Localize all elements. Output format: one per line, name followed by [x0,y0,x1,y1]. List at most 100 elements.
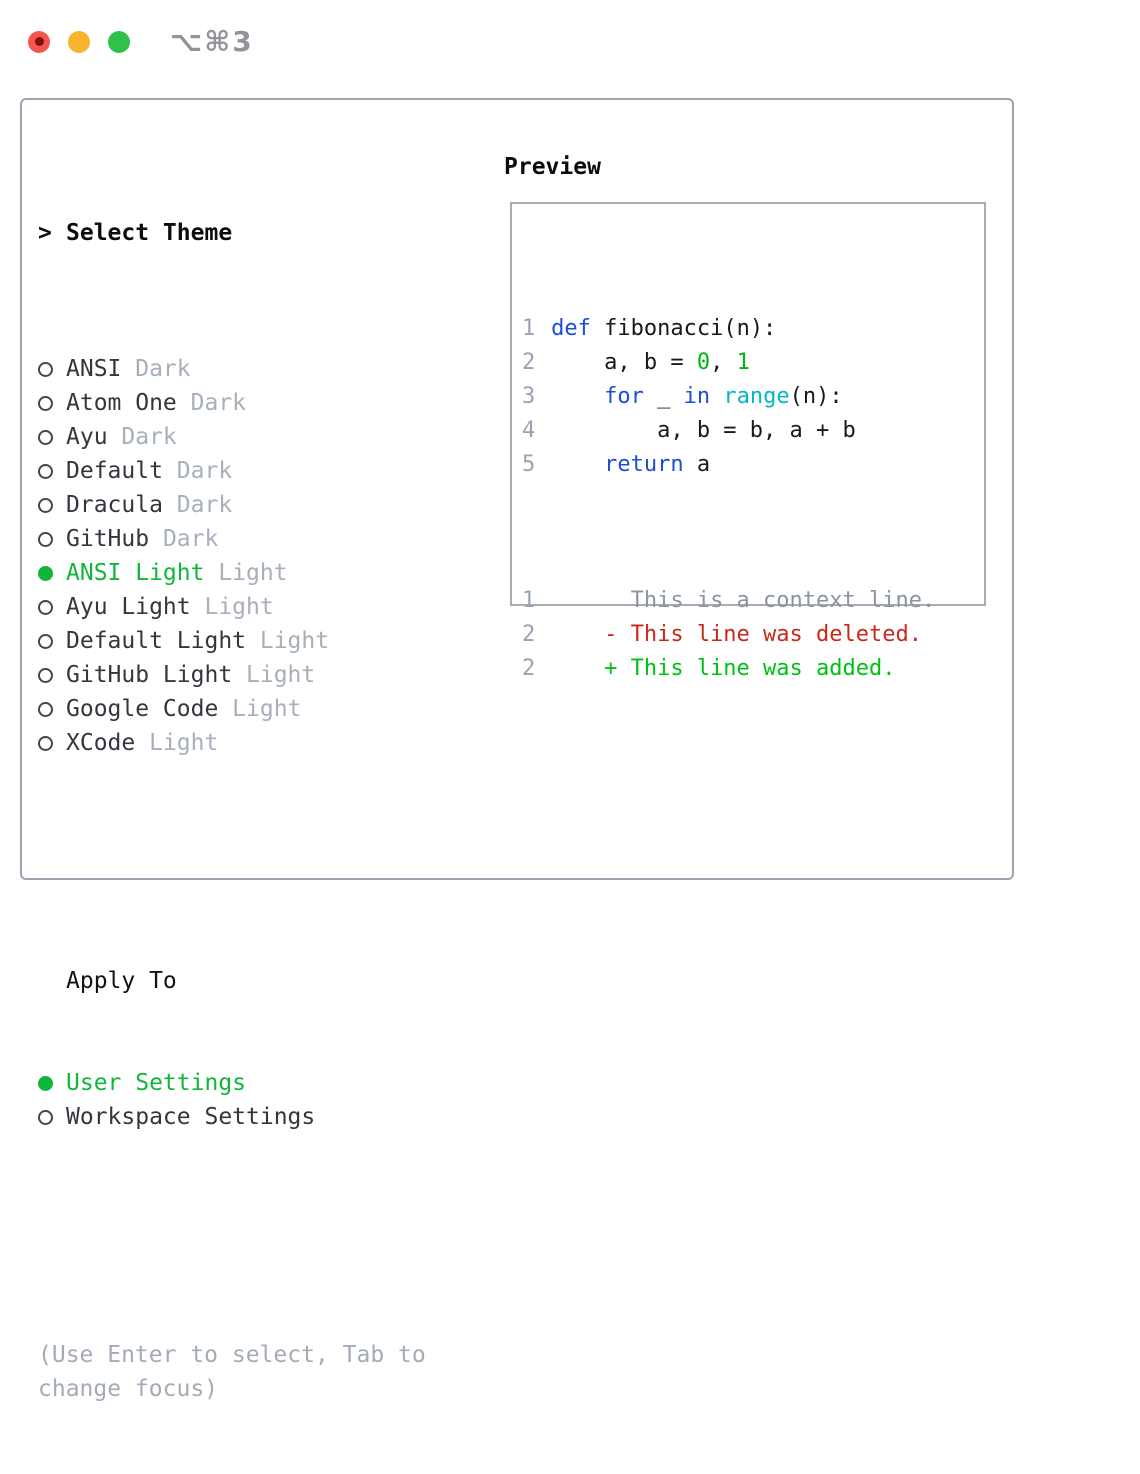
theme-variant-tag: Dark [162,492,233,518]
radio-icon [38,701,53,717]
theme-item[interactable]: Google Code Light [38,692,488,726]
code-token-fg [551,384,604,409]
option-label: Atom One [66,390,177,416]
line-number: 3 [522,384,536,409]
theme-item[interactable]: XCode Light [38,726,488,760]
window-shortcut-label: ⌥⌘3 [170,25,254,58]
theme-item[interactable]: Default Light Light [38,624,488,658]
option-label: Ayu [66,424,108,450]
theme-item[interactable]: Default Dark [38,454,488,488]
theme-variant-tag: Dark [121,356,191,382]
code-token-fg: (n): [789,384,843,409]
option-label: Google Code [66,696,219,722]
radio-icon [38,667,53,683]
close-button[interactable] [28,30,50,53]
option-label: XCode [66,730,136,756]
code-token-fn: range [723,384,790,409]
line-number: 2 [522,350,536,375]
code-token-kw: in [683,384,711,409]
radio-icon [38,463,53,479]
close-dot-icon [34,37,44,46]
line-number: 1 [522,588,536,613]
code-token-fg [710,384,723,409]
theme-item[interactable]: Dracula Dark [38,488,488,522]
line-number: 1 [522,316,536,341]
code-line: 4 a, b = b, a + b [522,414,984,448]
code-token-kw: for [604,384,644,409]
diff-line: 1 This is a context line. [522,584,984,618]
code-token-fg: , [710,350,737,375]
line-number: 5 [522,452,536,477]
radio-icon [38,531,53,547]
code-line: 3 for _ in range(n): [522,380,984,414]
radio-icon [38,633,53,649]
code-token-fg: a, b = b, a + b [551,418,856,443]
theme-variant-tag: Dark [107,424,177,450]
theme-item[interactable]: Ayu Dark [38,420,488,454]
option-label: Workspace Settings [66,1104,316,1130]
code-token-ctx: This is a context line. [551,588,936,613]
diff-line: 2 - This line was deleted. [522,618,984,652]
option-label: Dracula [66,492,163,518]
code-line: 1 def fibonacci(n): [522,312,984,346]
select-theme-title: Select Theme [66,220,233,246]
radio-selected-icon [38,565,53,581]
option-label: ANSI Light [66,560,205,586]
theme-variant-tag: Light [246,628,330,654]
code-line: 5 return a [522,448,984,482]
radio-icon [38,395,53,411]
hint-text: (Use Enter to select, Tab to change focu… [38,1342,426,1402]
theme-item[interactable]: GitHub Dark [38,522,488,556]
titlebar: ⌥⌘3 [28,25,254,58]
code-token-kw: return [604,452,684,477]
radio-selected-icon [38,1075,53,1091]
option-label: GitHub [66,526,150,552]
code-token-fg: fibonacci(n): [590,316,777,341]
theme-variant-tag: Dark [176,390,247,416]
theme-item[interactable]: Atom One Dark [38,386,488,420]
maximize-button[interactable] [108,30,130,53]
theme-item[interactable]: ANSI Dark [38,352,488,386]
diff-block: 1 This is a context line.2 - This line w… [522,584,984,686]
select-theme-header: > Select Theme [38,216,488,250]
apply-to-title: Apply To [66,968,177,994]
radio-icon [38,735,53,751]
code-token-del: - This line was deleted. [551,622,922,647]
theme-item[interactable]: Ayu Light Light [38,590,488,624]
apply-option[interactable]: Workspace Settings [38,1100,488,1134]
code-token-kw: def [551,316,591,341]
option-label: User Settings [66,1070,247,1096]
code-token-add: + This line was added. [551,656,896,681]
code-token-fg: a [683,452,711,477]
theme-item[interactable]: ANSI Light Light [38,556,488,590]
radio-icon [38,429,53,445]
option-label: GitHub Light [66,662,233,688]
minimize-button[interactable] [68,30,90,53]
option-label: Ayu Light [66,594,191,620]
preview-title: Preview [504,154,601,180]
code-token-num: 1 [736,350,750,375]
theme-variant-tag: Light [204,560,288,586]
radio-icon [38,1109,53,1125]
code-token-fg: a, b = [551,350,697,375]
diff-line: 2 + This line was added. [522,652,984,686]
code-line: 2 a, b = 0, 1 [522,346,984,380]
theme-item[interactable]: GitHub Light Light [38,658,488,692]
line-number: 2 [522,622,536,647]
prompt-caret-icon: > [38,220,52,246]
theme-variant-tag: Light [190,594,274,620]
apply-option[interactable]: User Settings [38,1066,488,1100]
apply-to-header: Apply To [38,964,488,998]
option-label: Default Light [66,628,247,654]
theme-variant-tag: Light [218,696,302,722]
radio-icon [38,599,53,615]
theme-variant-tag: Dark [162,458,233,484]
code-token-fg: _ [643,384,684,409]
